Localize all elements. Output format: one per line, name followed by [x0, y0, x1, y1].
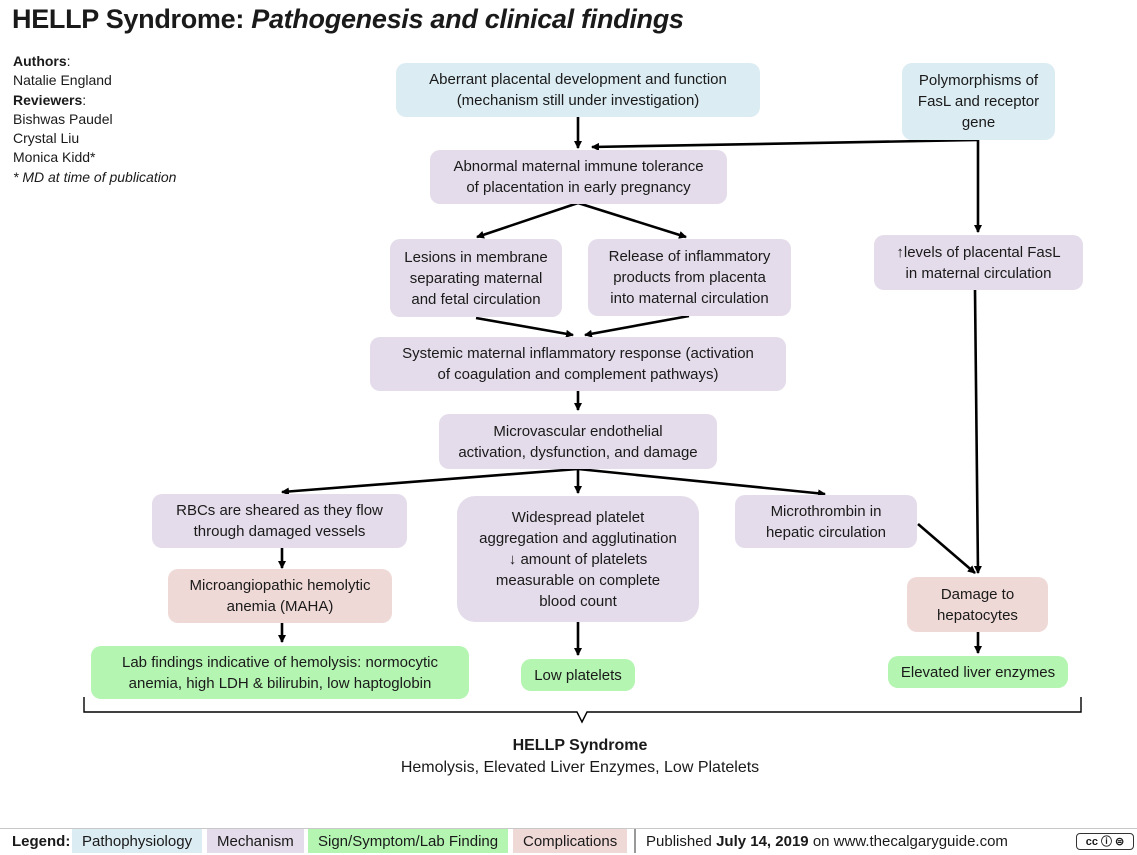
box-line: Microangiopathic hemolytic — [189, 577, 371, 594]
box-line: Low platelets — [534, 666, 622, 684]
elevated-liver-enzymes-box: Elevated liver enzymes — [888, 656, 1068, 688]
reviewer-name: Monica Kidd* — [13, 149, 96, 166]
box-line: anemia (MAHA) — [226, 598, 334, 615]
box-line: Microvascular endothelial — [493, 422, 663, 440]
placental-fasl-box: ↑levels of placental FasL in maternal ci… — [874, 235, 1083, 290]
hemolysis-labs-box: Lab findings indicative of hemolysis: no… — [91, 646, 469, 699]
endothelial-damage-box: Microvascular endothelial activation, dy… — [439, 414, 717, 469]
platelet-aggregation-box: Widespread platelet aggregation and aggl… — [457, 496, 699, 622]
box-line: of coagulation and complement pathways) — [437, 366, 719, 383]
website-link[interactable]: on www.thecalgaryguide.com — [812, 833, 1008, 850]
membrane-lesions-box: Lesions in membrane separating maternal … — [390, 239, 562, 317]
box-line: of placentation in early pregnancy — [466, 179, 691, 196]
creative-commons-icon: cc ⓘ ⊜ — [1076, 833, 1134, 850]
inflammatory-release-box: Release of inflammatory products from pl… — [588, 239, 791, 316]
systemic-inflammation-box: Systemic maternal inflammatory response … — [370, 337, 786, 391]
arrow — [577, 467, 826, 498]
title-main: HELLP Syndrome: — [12, 4, 245, 34]
syndrome-title: HELLP Syndrome — [512, 737, 648, 754]
syndrome-expansion: Hemolysis, Elevated Liver Enzymes, Low P… — [400, 759, 760, 776]
box-line: Aberrant placental development and funct… — [429, 71, 727, 88]
legend-sign-symptom: Sign/Symptom/Lab Finding — [308, 829, 509, 853]
box-line: gene — [961, 114, 996, 131]
immune-tolerance-box: Abnormal maternal immune tolerance of pl… — [430, 150, 727, 204]
box-line: Abnormal maternal immune tolerance — [453, 158, 704, 175]
summary-brace — [83, 697, 1082, 724]
arrow — [577, 201, 687, 239]
arrow — [591, 138, 979, 151]
arrow — [973, 289, 982, 574]
legend-label: Legend: — [12, 833, 71, 850]
box-line: anemia, high LDH & bilirubin, low haptog… — [128, 674, 432, 692]
microthrombin-box: Microthrombin in hepatic circulation — [735, 495, 917, 548]
authors-label: Authors — [13, 53, 67, 69]
maha-box: Microangiopathic hemolytic anemia (MAHA) — [168, 569, 392, 623]
box-line: aggregation and agglutination — [479, 529, 677, 547]
legend-pathophysiology: Pathophysiology — [72, 829, 203, 853]
legend-bar: Legend: Pathophysiology Mechanism Sign/S… — [0, 828, 1137, 853]
syndrome-summary: HELLP Syndrome Hemolysis, Elevated Liver… — [280, 735, 880, 779]
box-line: measurable on complete — [495, 571, 661, 589]
box-line: products from placenta — [613, 269, 766, 286]
authors-block: Authors: Natalie England Reviewers: Bish… — [13, 52, 176, 187]
box-line: hepatocytes — [937, 606, 1018, 624]
box-line: Microthrombin in — [770, 502, 882, 520]
box-line: Damage to — [940, 585, 1015, 603]
box-line: activation, dysfunction, and damage — [458, 443, 698, 461]
box-line: Polymorphisms of — [918, 72, 1039, 89]
page-title: HELLP Syndrome: Pathogenesis and clinica… — [12, 4, 684, 35]
published-info: Published July 14, 2019 on www.thecalgar… — [634, 829, 1018, 853]
box-line: and fetal circulation — [411, 290, 541, 308]
legend-mechanism: Mechanism — [207, 829, 304, 853]
box-line: ↓ amount of platelets — [508, 550, 648, 568]
box-line: hepatic circulation — [765, 523, 887, 541]
author-note: * MD at time of publication — [13, 168, 177, 185]
box-line: FasL and receptor — [917, 93, 1040, 110]
aberrant-placenta-box: Aberrant placental development and funct… — [396, 63, 760, 117]
published-date: July 14, 2019 — [716, 833, 809, 850]
fasl-polymorphism-box: Polymorphisms of FasL and receptor gene — [902, 63, 1055, 140]
arrow — [476, 201, 579, 239]
legend-complications: Complications — [513, 829, 628, 853]
rbc-shearing-box: RBCs are sheared as they flow through da… — [152, 494, 407, 548]
box-line: ↑levels of placental FasL — [896, 243, 1061, 261]
reviewers-label: Reviewers — [13, 91, 83, 108]
arrow — [584, 314, 690, 338]
hepatocyte-damage-box: Damage to hepatocytes — [907, 577, 1048, 632]
box-line: blood count — [539, 592, 617, 610]
arrow — [281, 467, 579, 496]
box-line: Lesions in membrane — [404, 248, 548, 266]
box-line: Lab findings indicative of hemolysis: no… — [122, 653, 438, 671]
box-line: separating maternal — [409, 269, 543, 287]
box-line: through damaged vessels — [193, 523, 366, 540]
box-line: Systemic maternal inflammatory response … — [402, 345, 754, 362]
arrow — [475, 316, 574, 338]
box-line: Elevated liver enzymes — [900, 663, 1056, 681]
box-line: RBCs are sheared as they flow — [176, 502, 383, 519]
author-name: Natalie England — [13, 72, 112, 89]
box-line: Release of inflammatory — [608, 248, 771, 265]
reviewer-name: Crystal Liu — [13, 130, 80, 147]
low-platelets-box: Low platelets — [521, 659, 635, 691]
title-sub: Pathogenesis and clinical findings — [251, 4, 684, 34]
reviewer-name: Bishwas Paudel — [13, 110, 113, 127]
arrow — [917, 523, 976, 574]
box-line: (mechanism still under investigation) — [456, 92, 700, 109]
box-line: Widespread platelet — [511, 508, 645, 526]
box-line: into maternal circulation — [610, 290, 769, 307]
box-line: in maternal circulation — [905, 264, 1052, 282]
published-prefix: Published — [646, 833, 712, 850]
